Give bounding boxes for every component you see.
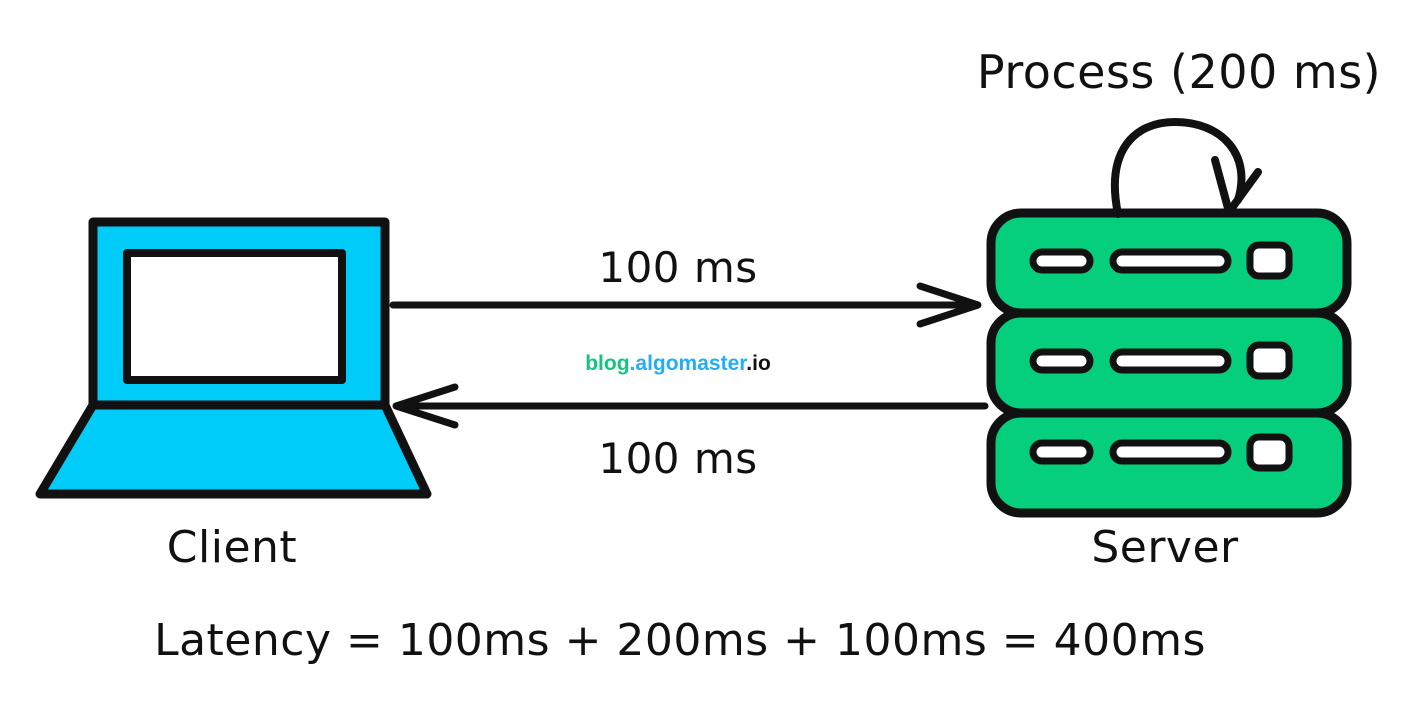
watermark-dot-1: . [630, 352, 636, 375]
laptop-screen [123, 249, 346, 384]
request-latency-label: 100 ms [598, 243, 757, 292]
watermark-part-blog: blog [585, 352, 629, 375]
laptop-base [35, 400, 432, 499]
watermark-part-algomaster: algomaster [635, 352, 747, 375]
response-latency-label: 100 ms [598, 434, 757, 483]
client-label: Client [167, 522, 297, 573]
server-led-long [1109, 348, 1232, 374]
server-unit-1 [986, 208, 1352, 318]
server-led-short [1029, 248, 1094, 274]
server-port [1246, 433, 1293, 472]
server-rack-icon [986, 208, 1352, 518]
server-unit-3 [986, 408, 1352, 518]
process-title: Process (200 ms) [977, 45, 1381, 99]
server-led-short [1029, 348, 1094, 374]
server-led-long [1109, 248, 1232, 274]
server-port [1246, 241, 1293, 280]
loop-arrowhead-left [1211, 156, 1233, 216]
watermark: blog.algomaster.io [585, 352, 771, 375]
server-led-long [1109, 439, 1232, 465]
arrow-left-icon [392, 383, 989, 429]
latency-formula: Latency = 100ms + 200ms + 100ms = 400ms [154, 615, 1206, 666]
self-loop-arrow-icon [1110, 117, 1262, 218]
loop-arrowhead-right [1225, 168, 1262, 216]
laptop-icon [35, 217, 432, 499]
server-port [1246, 341, 1293, 380]
server-led-short [1029, 439, 1094, 465]
arrow-right-icon [389, 282, 982, 328]
server-label: Server [1091, 522, 1239, 573]
server-unit-2 [986, 308, 1352, 418]
watermark-part-io: .io [746, 352, 771, 375]
